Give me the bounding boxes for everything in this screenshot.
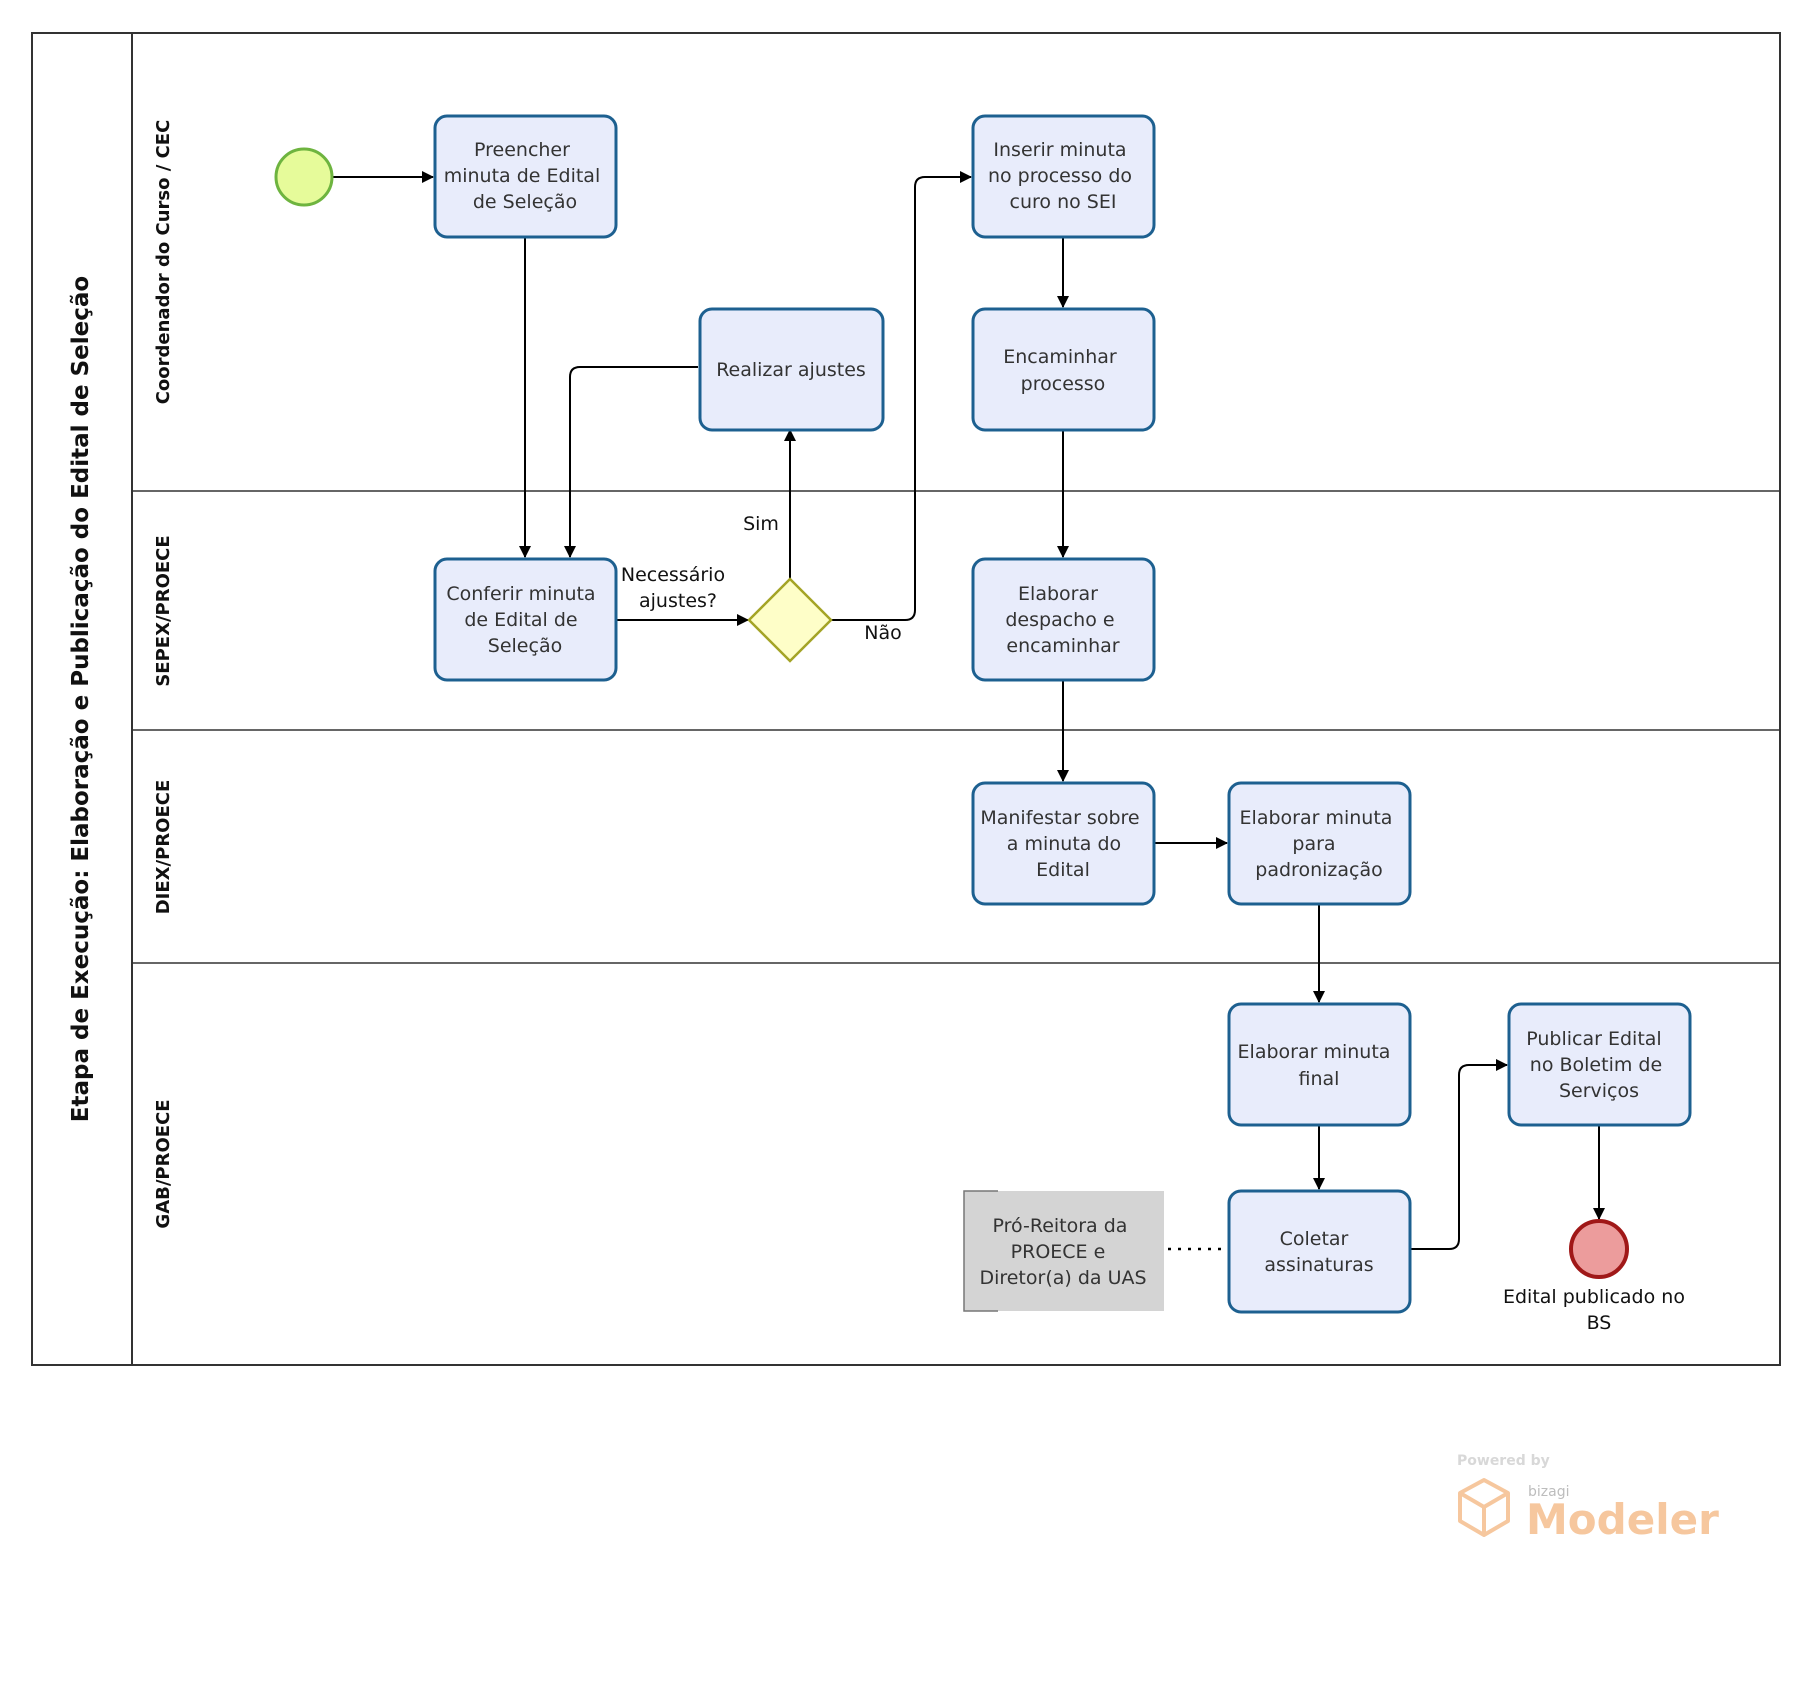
svg-text:Conferir minuta de Edita: Conferir minuta de Edital de Seleção <box>446 583 601 657</box>
svg-text:Publicar Edital no Bolet: Publicar Edital no Boletim de Serviços <box>1526 1028 1668 1102</box>
flow-gateway-nao <box>831 171 972 621</box>
pool-title: Etapa de Execução: Elaboração e Publicaç… <box>68 276 94 1122</box>
svg-text:Inserir minuta no proces: Inserir minuta no processo do curo no SE… <box>988 139 1138 213</box>
bizagi-cube-icon <box>1458 1478 1510 1537</box>
svg-text:Coletar assinaturas: Coletar assinaturas <box>1264 1228 1373 1276</box>
task-manifestar[interactable]: Manifestar sobre a minuta do Edital <box>971 781 1156 906</box>
svg-text:Realizar ajustes: Realizar ajustes <box>716 359 866 381</box>
svg-text:Pró-Reitora da PROECE e: Pró-Reitora da PROECE e Diretor(a) da UA… <box>979 1215 1146 1289</box>
watermark-powered-by: Powered by <box>1457 1453 1550 1469</box>
task-conferir-minuta[interactable]: Conferir minuta de Edital de Seleção <box>433 557 618 682</box>
svg-text:Preencher minuta de Edit: Preencher minuta de Edital de Seleção <box>444 139 607 213</box>
watermark-brand: bizagi <box>1528 1484 1569 1500</box>
task-elaborar-padronizacao[interactable]: Elaborar minuta para padronização <box>1227 781 1412 906</box>
bizagi-watermark: Powered by bizagi Modeler <box>1457 1453 1719 1544</box>
task-elaborar-final[interactable]: Elaborar minuta final <box>1227 1002 1412 1127</box>
task-inserir-minuta[interactable]: Inserir minuta no processo do curo no SE… <box>971 114 1156 239</box>
artifact-signatories[interactable]: Pró-Reitora da PROECE e Diretor(a) da UA… <box>963 1190 1164 1312</box>
flow-label-nao: Não <box>864 622 901 644</box>
lane-label-diex: DIEX/PROECE <box>153 780 174 915</box>
lane-label-sepex: SEPEX/PROECE <box>153 535 174 686</box>
pool-frame <box>31 32 1781 1366</box>
start-event[interactable] <box>274 147 334 207</box>
svg-text:Encaminhar processo: Encaminhar processo <box>1003 346 1123 395</box>
gateway-question: Necessário ajustes? <box>621 564 731 612</box>
svg-text:Manifestar sobre a minut: Manifestar sobre a minuta do Edital <box>980 807 1145 881</box>
watermark-product: Modeler <box>1526 1495 1719 1544</box>
lane-label-coordenador: Coordenador do Curso / CEC <box>153 120 174 405</box>
svg-text:Elaborar minuta final: Elaborar minuta final <box>1238 1041 1397 1090</box>
end-event[interactable] <box>1569 1219 1629 1279</box>
task-preencher[interactable]: Preencher minuta de Edital de Seleção <box>433 114 618 239</box>
lane-label-gab: GAB/PROECE <box>153 1099 174 1228</box>
flow-realizar-to-conferir <box>564 366 698 558</box>
task-realizar-ajustes[interactable]: Realizar ajustes <box>698 307 885 432</box>
task-coletar-assinaturas[interactable]: Coletar assinaturas <box>1227 1189 1412 1314</box>
svg-text:Elaborar minuta para: Elaborar minuta para padronização <box>1240 807 1399 881</box>
task-publicar-edital[interactable]: Publicar Edital no Boletim de Serviços <box>1507 1002 1692 1127</box>
flow-label-sim: Sim <box>743 513 779 535</box>
end-event-label: Edital publicado no BS <box>1503 1286 1691 1334</box>
task-elaborar-despacho[interactable]: Elaborar despacho e encaminhar <box>971 557 1156 682</box>
exclusive-gateway[interactable] <box>747 577 833 663</box>
task-encaminhar-processo[interactable]: Encaminhar processo <box>971 307 1156 432</box>
svg-text:Elaborar despacho e: Elaborar despacho e encaminhar <box>1005 583 1120 657</box>
flow-coletar-to-publicar <box>1409 1059 1508 1250</box>
